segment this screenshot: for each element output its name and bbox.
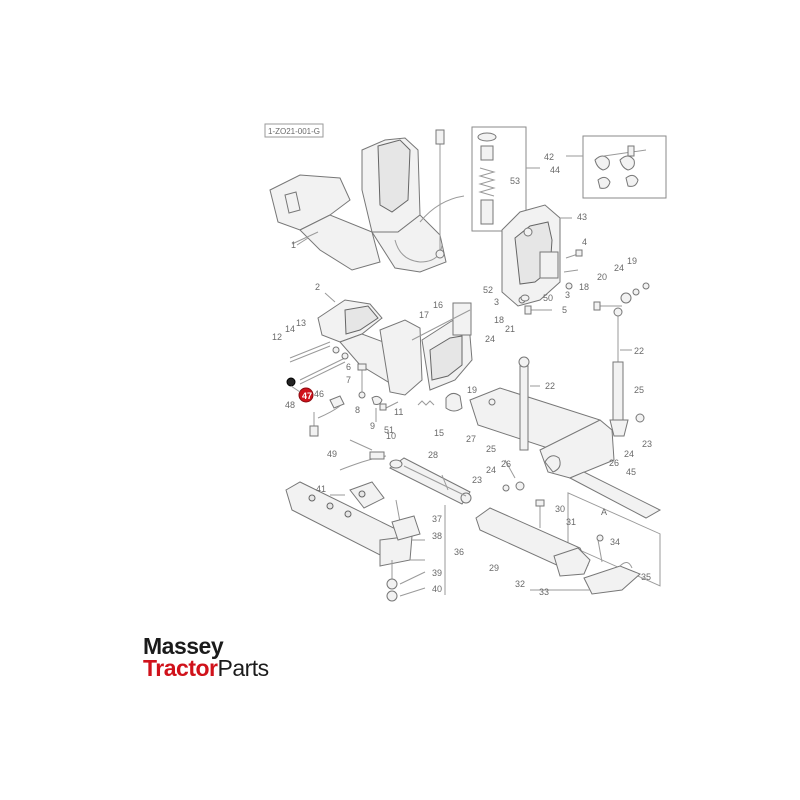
part-cylinder-28 <box>389 457 472 505</box>
part-bracket-43 <box>501 204 572 307</box>
part-pins-18-24 <box>593 282 650 311</box>
callout-35: 35 <box>641 572 651 582</box>
callout-4: 4 <box>582 237 587 247</box>
callout-22: 22 <box>634 346 644 356</box>
part-lower-link-29 <box>475 499 591 577</box>
callout-31: 31 <box>566 517 576 527</box>
callout-19: 19 <box>627 256 637 266</box>
logo-tractor-word: Tractor <box>143 655 218 681</box>
callout-24d: 24 <box>486 465 496 475</box>
part-main-frame <box>317 299 473 396</box>
part-fittings-46-48 <box>309 395 345 437</box>
callout-1: 1 <box>291 240 296 250</box>
callout-a: A <box>601 507 607 517</box>
callout-8: 8 <box>355 405 360 415</box>
part-plate-41 <box>349 481 421 541</box>
part-fasteners-6-11 <box>357 363 399 422</box>
callout-labels: 1 2 3 3 4 5 6 7 8 9 10 11 12 13 14 15 16… <box>272 152 652 597</box>
callout-17: 17 <box>419 310 429 320</box>
callout-25: 25 <box>634 385 644 395</box>
reference-code: 1-ZO21-001-G <box>264 123 324 138</box>
callout-40: 40 <box>432 584 442 594</box>
part-47-callout-marker <box>298 387 314 403</box>
part-nuts-39-40 <box>386 560 398 602</box>
callout-28: 28 <box>428 450 438 460</box>
callout-26b: 26 <box>609 458 619 468</box>
callout-13: 13 <box>296 318 306 328</box>
callout-20: 20 <box>597 272 607 282</box>
callout-43: 43 <box>577 212 587 222</box>
logo-parts-word: Parts <box>217 655 269 681</box>
callout-21: 21 <box>505 324 515 334</box>
callout-3b: 3 <box>494 297 499 307</box>
callout-12: 12 <box>272 332 282 342</box>
spring-parts-box <box>471 126 540 232</box>
callout-5: 5 <box>562 305 567 315</box>
callout-29: 29 <box>489 563 499 573</box>
callout-46: 46 <box>314 389 324 399</box>
callout-36: 36 <box>454 547 464 557</box>
callout-22b: 22 <box>545 381 555 391</box>
callout-24b: 24 <box>485 334 495 344</box>
callout-49: 49 <box>327 449 337 459</box>
callout-10: 10 <box>386 431 396 441</box>
part-hook-35 <box>583 534 641 595</box>
part-link-45 <box>567 471 662 587</box>
callout-44: 44 <box>550 165 560 175</box>
callout-23b: 23 <box>472 475 482 485</box>
callout-6: 6 <box>346 362 351 372</box>
callout-51: 51 <box>384 425 394 435</box>
logo-line-1: Massey <box>143 633 224 659</box>
part-47-label: 47 <box>302 391 312 401</box>
callout-19b: 19 <box>467 385 477 395</box>
part-15-51 <box>417 392 463 412</box>
callout-9: 9 <box>370 421 375 431</box>
callout-18b: 18 <box>494 315 504 325</box>
callout-33: 33 <box>539 587 549 597</box>
callout-37: 37 <box>432 514 442 524</box>
callout-14: 14 <box>285 324 295 334</box>
callout-38: 38 <box>432 531 442 541</box>
callout-23: 23 <box>642 439 652 449</box>
part-bolts-right <box>520 249 583 315</box>
reference-code-text: 1-ZO21-001-G <box>268 127 320 136</box>
part-frame-top <box>269 129 465 273</box>
callout-42: 42 <box>544 152 554 162</box>
callout-16: 16 <box>433 300 443 310</box>
massey-tractor-parts-logo: Massey TractorParts <box>143 634 313 682</box>
callout-53: 53 <box>510 176 520 186</box>
callout-48: 48 <box>285 400 295 410</box>
callout-52: 52 <box>483 285 493 295</box>
callout-3: 3 <box>565 290 570 300</box>
callout-24c: 24 <box>624 449 634 459</box>
hooks-box <box>566 135 667 199</box>
callout-32: 32 <box>515 579 525 589</box>
callout-15: 15 <box>434 428 444 438</box>
callout-27: 27 <box>466 434 476 444</box>
callout-41: 41 <box>316 484 326 494</box>
leader-lines <box>296 237 632 597</box>
callout-45: 45 <box>626 467 636 477</box>
callout-26: 26 <box>501 459 511 469</box>
part-pins-26 <box>502 459 525 492</box>
callout-34: 34 <box>610 537 620 547</box>
part-line-49 <box>339 439 387 471</box>
callout-25b: 25 <box>486 444 496 454</box>
logo-line-2: TractorParts <box>143 656 269 680</box>
callout-24: 24 <box>614 263 624 273</box>
callout-39: 39 <box>432 568 442 578</box>
callout-7: 7 <box>346 375 351 385</box>
part-pins-12-14 <box>289 341 349 385</box>
part-lift-rod <box>609 307 645 437</box>
part-cross-shaft <box>469 356 615 479</box>
callout-18: 18 <box>579 282 589 292</box>
callout-50: 50 <box>543 293 553 303</box>
callout-30: 30 <box>555 504 565 514</box>
callout-2: 2 <box>315 282 320 292</box>
part-47-highlight: 47 <box>286 377 314 403</box>
callout-11: 11 <box>394 407 403 417</box>
